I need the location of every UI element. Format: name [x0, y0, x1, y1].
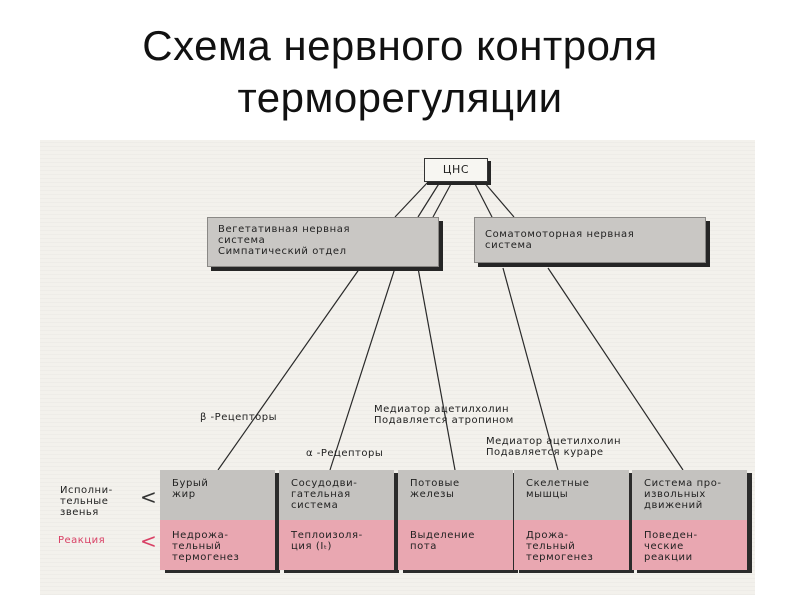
- slide-title: Схема нервного контроля терморегуляции: [0, 20, 800, 124]
- somatic-line-2: система: [485, 240, 533, 251]
- effectors-label-line-1: Исполни-: [60, 485, 113, 496]
- mediator-atropine-line-2: Подавляется атропином: [374, 415, 514, 426]
- effector-cell: Бурый жир: [160, 470, 275, 520]
- connector-cns-autonomic-1: [394, 181, 429, 218]
- somatic-line-1: Соматомоторная нервная: [485, 229, 635, 240]
- reaction-cell: Теплоизоля- ция (Iₜ): [279, 520, 394, 570]
- connector-somatic-voluntary: [547, 267, 684, 471]
- autonomic-line-3: Симпатический отдел: [218, 246, 347, 257]
- effectors-label-line-2: тельные: [60, 496, 109, 507]
- cns-box: ЦНС: [424, 158, 488, 182]
- connector-cns-somatic-2: [483, 181, 515, 218]
- mediator-curare-line-2: Подавляется кураре: [486, 447, 604, 458]
- column-brown-fat: Бурый жир Недрожа- тельный термогенез: [160, 470, 275, 570]
- mediator-curare-label: Медиатор ацетилхолин Подавляется кураре: [486, 436, 621, 458]
- column-skeletal-muscles: Скелетные мышцы Дрожа- тельный термогене…: [514, 470, 629, 570]
- effector-cell: Скелетные мышцы: [514, 470, 629, 520]
- connector-cns-autonomic-2: [417, 181, 441, 218]
- effectors-row-label: Исполни- тельные звенья: [60, 485, 113, 518]
- autonomic-line-2: система: [218, 235, 266, 246]
- column-sweat-glands: Потовые железы Выделение пота: [398, 470, 513, 570]
- connector-autonomic-sweat: [417, 267, 456, 471]
- connector-autonomic-brown-fat: [217, 267, 361, 471]
- connector-cns-autonomic-3: [432, 181, 453, 218]
- column-voluntary-movements: Система про- извольных движений Поведен-…: [632, 470, 747, 570]
- reaction-row-label: Реакция: [58, 535, 106, 546]
- reaction-cell: Недрожа- тельный термогенез: [160, 520, 275, 570]
- autonomic-system-box: Вегетативная нервная система Симпатическ…: [207, 217, 439, 267]
- somatic-system-box: Соматомоторная нервная система: [474, 217, 706, 263]
- beta-receptors-label: β -Рецепторы: [200, 412, 278, 423]
- connector-autonomic-vessels: [329, 267, 396, 471]
- mediator-atropine-label: Медиатор ацетилхолин Подавляется атропин…: [374, 404, 514, 426]
- connector-somatic-muscles: [502, 267, 559, 471]
- title-line-1: Схема нервного контроля: [142, 22, 658, 69]
- effector-cell: Сосудодви- гательная система: [279, 470, 394, 520]
- effectors-label-line-3: звенья: [60, 507, 99, 518]
- effector-cell: Система про- извольных движений: [632, 470, 747, 520]
- reaction-cell: Дрожа- тельный термогенез: [514, 520, 629, 570]
- effectors-bracket: <: [140, 485, 157, 509]
- reaction-cell: Выделение пота: [398, 520, 513, 570]
- cns-label: ЦНС: [442, 163, 470, 176]
- autonomic-line-1: Вегетативная нервная: [218, 224, 351, 235]
- connector-cns-somatic-1: [473, 181, 493, 218]
- reaction-cell: Поведен- ческие реакции: [632, 520, 747, 570]
- mediator-curare-line-1: Медиатор ацетилхолин: [486, 436, 622, 447]
- reaction-bracket: <: [140, 529, 157, 553]
- column-vasomotor: Сосудодви- гательная система Теплоизоля-…: [279, 470, 394, 570]
- mediator-atropine-line-1: Медиатор ацетилхолин: [374, 404, 510, 415]
- effector-cell: Потовые железы: [398, 470, 513, 520]
- title-line-2: терморегуляции: [237, 74, 563, 121]
- alpha-receptors-label: α -Рецепторы: [306, 448, 384, 459]
